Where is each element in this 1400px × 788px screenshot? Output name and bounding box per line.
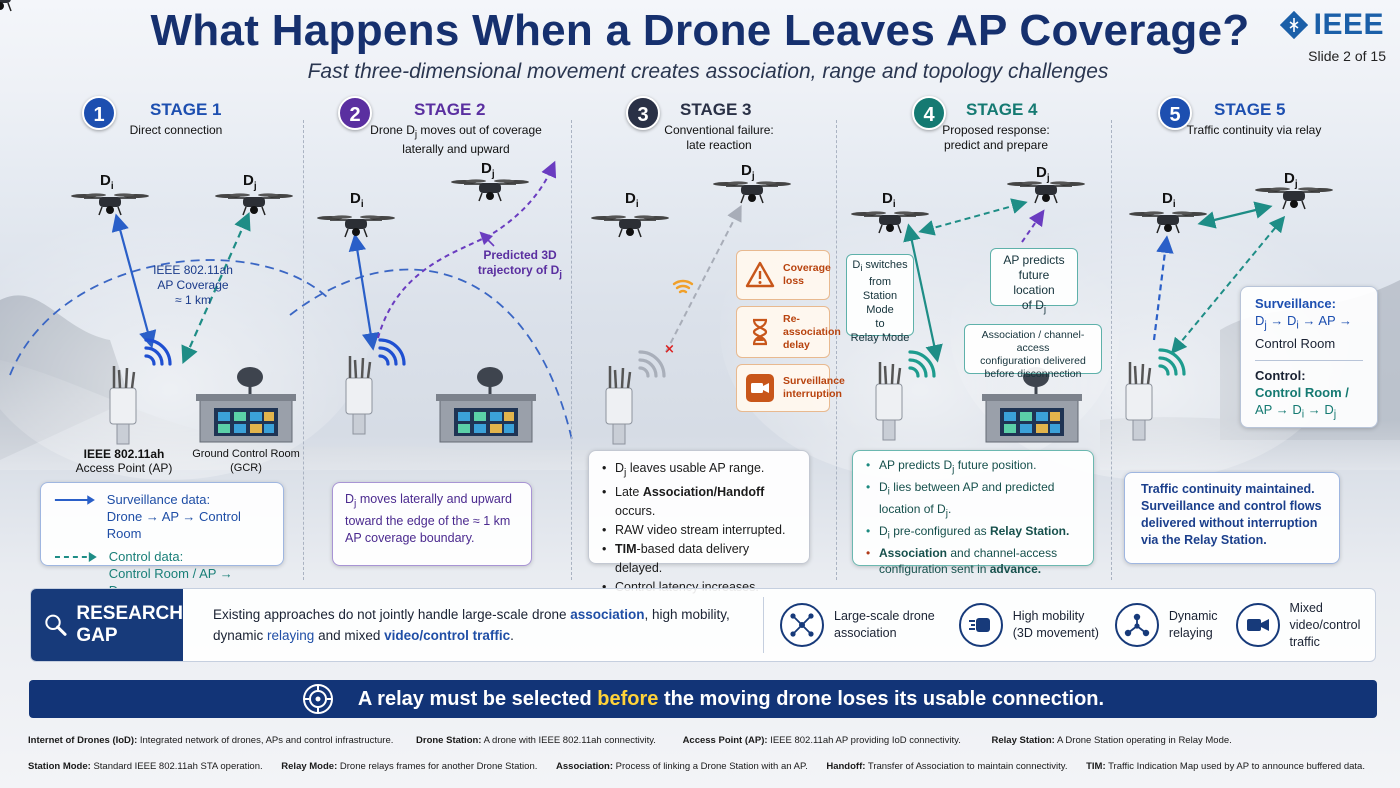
warning-icon — [745, 261, 775, 288]
reassociation-delay-card: Re-association delay — [736, 306, 841, 358]
banner-text: A relay must be selected before the movi… — [357, 687, 1105, 710]
stage-4-card: AP predicts Dj future position. Di lies … — [852, 450, 1094, 576]
stage-divider — [303, 120, 304, 580]
glossary-row-2: Station Mode: Standard IEEE 802.11ah STA… — [28, 761, 1365, 772]
drone-label-dj: Dj — [481, 160, 495, 180]
stage-2-card: Dj moves laterally and upward toward the… — [332, 482, 532, 566]
surveillance-flow: Surveillance: Dj → Di → AP → Control Roo… — [1255, 296, 1353, 351]
gcr-label: Ground Control Room (GCR) — [192, 448, 300, 474]
stage-3-number: 3 — [626, 96, 660, 130]
video-control-icon — [1235, 603, 1280, 647]
stage-3-bullet: RAW video stream interrupted. — [601, 521, 797, 540]
stage-3-bullet: Dj leaves usable AP range. — [601, 459, 797, 483]
glossary-entry: Access Point (AP): IEEE 802.11ah AP prov… — [682, 735, 961, 746]
association-config-card: Association / channel-access configurati… — [964, 324, 1102, 380]
gap-item-mobility: High mobility(3D movement) — [958, 603, 1099, 647]
relay-icon — [1114, 603, 1159, 647]
stage-4-bullet: Association and channel-access configura… — [865, 545, 1081, 578]
stage-4-bullet: Di pre-configured as Relay Station. — [865, 523, 1081, 545]
coverage-loss-card: Coverage loss — [736, 250, 831, 300]
ieee-diamond-icon — [1279, 11, 1308, 39]
stage-3-card: Dj leaves usable AP range. Late Associat… — [588, 450, 810, 597]
target-icon — [302, 684, 333, 714]
glossary-entry: Drone Station: A drone with IEEE 802.11a… — [416, 735, 656, 746]
stage-5-label: STAGE 5 — [1214, 100, 1286, 119]
dashed-arrow-icon — [54, 552, 97, 562]
stage-5-flow-card: Surveillance: Dj → Di → AP → Control Roo… — [1240, 286, 1378, 428]
glossary-entry: Handoff: Transfer of Association to main… — [826, 761, 1068, 772]
network-icon — [780, 603, 824, 647]
trajectory-note: Predicted 3D trajectory of Dj — [477, 248, 563, 281]
stage-2-desc: Drone Dj moves out of coverage laterally… — [370, 123, 542, 157]
magnifier-icon — [45, 614, 67, 636]
glossary-entry: Relay Station: A Drone Station operating… — [991, 735, 1232, 746]
stage-2-number: 2 — [338, 96, 372, 130]
data-legend-card: Surveillance data:Drone → AP → Control R… — [40, 482, 284, 598]
stage-divider — [1111, 120, 1112, 580]
research-gap-text: Existing approaches do not jointly handl… — [213, 607, 730, 643]
stage-4-desc: Proposed response: predict and prepare — [942, 123, 1050, 152]
hourglass-icon — [752, 318, 768, 346]
glossary-entry: TIM: Traffic Indication Map used by AP t… — [1086, 761, 1365, 772]
video-camera-icon — [746, 374, 774, 402]
stage-1-label: STAGE 1 — [150, 100, 222, 119]
ap-label: IEEE 802.11ah Access Point (AP) — [75, 447, 173, 475]
stage-divider — [836, 120, 837, 580]
slide-counter: Slide 2 of 15 — [1308, 48, 1386, 64]
stage-5-desc: Traffic continuity via relay — [1186, 123, 1322, 137]
stage-3-bullet: TIM-based data delivery delayed. — [601, 540, 797, 578]
drone-label-dj: Dj — [741, 162, 755, 182]
stage-4-bullet: Di lies between AP and predicted locatio… — [865, 479, 1081, 523]
stage-3-bullet: Late Association/Handoff occurs. — [601, 483, 797, 521]
glossary-entry: Station Mode: Standard IEEE 802.11ah STA… — [28, 761, 263, 772]
stage-1-desc: Direct connection — [129, 123, 223, 137]
surveillance-interruption-card: Surveillance interruption — [736, 364, 845, 412]
ap-predicts-card: AP predicts future location of Dj — [990, 248, 1078, 315]
svg-text:×: × — [664, 342, 675, 357]
stage-3-desc: Conventional failure: late reaction — [664, 123, 774, 152]
drone-label-dj: Dj — [243, 172, 257, 192]
coverage-note: IEEE 802.11ah AP Coverage ≈ 1 km — [153, 263, 233, 307]
solid-arrow-icon — [54, 495, 95, 505]
stage-1-number: 1 — [82, 96, 116, 130]
stage-2-label: STAGE 2 — [414, 100, 486, 119]
drone-label-di: Di — [1162, 190, 1176, 210]
legend-surveillance: Surveillance data:Drone → AP → Control R… — [53, 491, 271, 542]
speed-icon — [958, 603, 1003, 647]
stage-5-card: Traffic continuity maintained. Surveilla… — [1124, 472, 1340, 564]
stage-4-number: 4 — [912, 96, 946, 130]
drone-label-di: Di — [882, 190, 896, 210]
ieee-logo-text: IEEE — [1313, 8, 1384, 41]
drone-label-di: Di — [350, 190, 364, 210]
glossary-entry: Internet of Drones (IoD): Integrated net… — [28, 735, 394, 746]
slide-title: What Happens When a Drone Leaves AP Cove… — [150, 6, 1250, 55]
ieee-logo: IEEE — [1279, 8, 1384, 42]
glossary-entry: Association: Process of linking a Drone … — [556, 761, 808, 772]
relay-mode-switch-card: Di switches from Station Mode to Relay M… — [846, 254, 914, 344]
control-flow: Control: Control Room / AP → Di → Dj — [1255, 367, 1349, 421]
stage-5-number: 5 — [1158, 96, 1192, 130]
stage-divider — [571, 120, 572, 580]
glossary-row-1: Internet of Drones (IoD): Integrated net… — [28, 735, 1232, 746]
drone-label-dj: Dj — [1284, 170, 1298, 190]
slide-subtitle: Fast three-dimensional movement creates … — [307, 60, 1109, 83]
drone-label-dj: Dj — [1036, 164, 1050, 184]
stage-4-bullet: AP predicts Dj future position. — [865, 457, 1081, 479]
glossary-entry: Relay Mode: Drone relays frames for anot… — [281, 761, 538, 772]
key-message-banner: A relay must be selected before the movi… — [29, 680, 1377, 718]
stage-4-label: STAGE 4 — [966, 100, 1038, 119]
stage-3-label: STAGE 3 — [680, 100, 752, 119]
drone-label-di: Di — [625, 190, 639, 210]
drone-label-di: Di — [100, 172, 114, 192]
